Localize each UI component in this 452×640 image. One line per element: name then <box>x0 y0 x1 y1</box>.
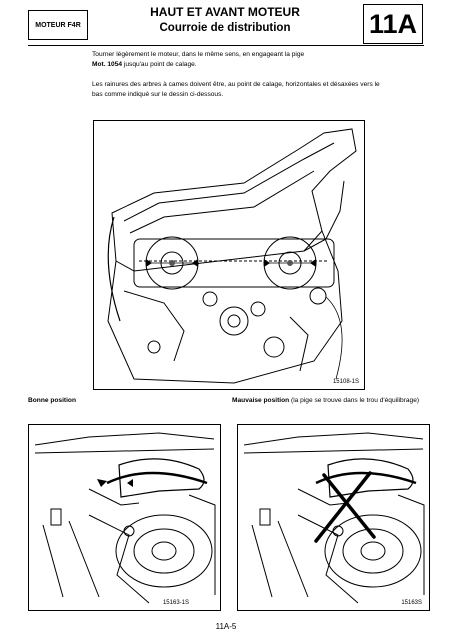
engine-drawing <box>107 128 357 384</box>
instruction-text: Tourner légèrement le moteur, dans le mê… <box>92 51 305 58</box>
good-position-figure: 15163-1S <box>28 424 221 611</box>
bad-position-label: Mauvaise position <box>232 397 290 404</box>
main-figure-ref: 15108-1S <box>331 379 360 385</box>
bad-position-note: (la pige se trouve dans le trou d'équili… <box>289 397 420 404</box>
tool-reference: Mot. 1054 <box>92 61 123 68</box>
bad-position-figure: 15163S <box>237 424 430 611</box>
page-number: 11A-5 <box>215 622 237 631</box>
wrong-position-cross-mark <box>314 471 376 543</box>
engine-model-label: MOTEUR F4R <box>35 21 81 29</box>
bad-figure-ref: 15163S <box>400 600 423 606</box>
instruction-tail: jusqu'au point de calage. <box>122 61 197 68</box>
bad-position-caption: Mauvaise position (la pige se trouve dan… <box>232 396 428 406</box>
bad-position-drawing <box>243 432 425 604</box>
engine-model-box: MOTEUR F4R <box>28 10 88 40</box>
good-figure-ref: 15163-1S <box>161 600 190 606</box>
good-position-drawing <box>34 432 216 604</box>
instruction-paragraph-2: Les rainures des arbres à cames doivent … <box>92 81 380 98</box>
section-code-box: 11A <box>363 4 423 44</box>
page-title: HAUT ET AVANT MOTEUR Courroie de distrib… <box>110 4 340 36</box>
title-line-1: HAUT ET AVANT MOTEUR <box>150 5 300 19</box>
title-line-2: Courroie de distribution <box>159 22 291 34</box>
header-rule <box>28 45 424 46</box>
instruction-paragraph-1: Tourner légèrement le moteur, dans le mê… <box>92 50 392 70</box>
good-position-caption: Bonne position <box>28 397 76 404</box>
main-engine-figure: 15108-1S <box>93 120 365 390</box>
section-code: 11A <box>368 8 418 39</box>
